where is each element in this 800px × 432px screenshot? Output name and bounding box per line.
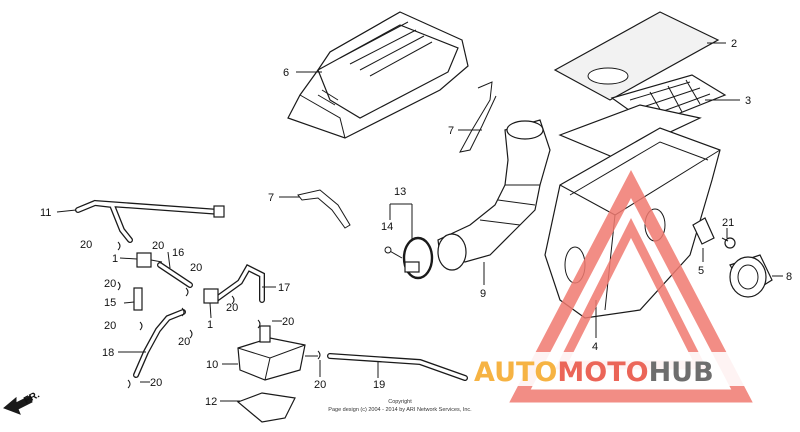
- watermark-text: AUTOMOTOHUB: [474, 357, 714, 388]
- drain-hose: [133, 309, 186, 378]
- three-way-joint-upper: [136, 252, 163, 268]
- callout-3: 3: [745, 95, 751, 107]
- callout-14: 14: [381, 221, 393, 233]
- cover-gasket: [558, 104, 702, 159]
- watermark-logo: AUTOMOTOHUB: [470, 169, 800, 403]
- callout-4: 4: [592, 341, 598, 353]
- callout-1-lower: 1: [207, 319, 213, 331]
- callout-20-f: 20: [104, 320, 116, 332]
- callout-20-a: 20: [80, 239, 92, 251]
- leader-lines: [56, 42, 783, 402]
- copyright-line-2: Page design (c) 2004 - 2014 by ARI Netwo…: [328, 407, 472, 413]
- breather-tube: [133, 287, 143, 311]
- hose-clips: [117, 241, 321, 389]
- callout-16: 16: [172, 247, 184, 259]
- watermark-hub: HUB: [649, 357, 714, 388]
- breather-hose-short: [157, 262, 193, 288]
- three-way-joint-lower: [203, 288, 219, 304]
- callout-2: 2: [731, 38, 737, 50]
- callout-7-upper: 7: [448, 125, 454, 137]
- front-arrow-icon: [3, 395, 33, 415]
- mounting-bolt: [721, 237, 736, 249]
- callout-18: 18: [102, 347, 114, 359]
- callout-13: 13: [394, 186, 406, 198]
- hose-end-cap: [213, 205, 225, 218]
- bracket-lower: [297, 189, 351, 229]
- separator-drain-hose: [327, 353, 468, 381]
- callout-20-j: 20: [314, 379, 326, 391]
- callout-10: 10: [206, 359, 218, 371]
- front-direction-indicator: FR.: [3, 389, 42, 415]
- callout-19: 19: [373, 379, 385, 391]
- callout-12: 12: [205, 396, 217, 408]
- bracket-upper: [459, 81, 497, 153]
- front-label: FR.: [22, 389, 42, 406]
- callout-15: 15: [104, 297, 116, 309]
- copyright-notice: Copyright Page design (c) 2004 - 2014 by…: [328, 399, 472, 413]
- callout-20-i: 20: [150, 377, 162, 389]
- callout-labels: 6 2 3 7 7 13 14 11 20 20 16 1 20 20 17 1…: [40, 38, 792, 408]
- watermark-auto: AUTO: [474, 357, 557, 388]
- callout-7-lower: 7: [268, 192, 274, 204]
- clamp-band: [402, 236, 434, 280]
- callout-17: 17: [278, 282, 290, 294]
- air-cleaner-cover: [287, 11, 469, 139]
- callout-20-b: 20: [152, 240, 164, 252]
- callout-20-c: 20: [190, 262, 202, 274]
- copyright-line-1: Copyright: [388, 399, 412, 405]
- callout-8: 8: [786, 271, 792, 283]
- callout-21: 21: [722, 217, 734, 229]
- callout-6: 6: [283, 67, 289, 79]
- callout-20-e: 20: [226, 302, 238, 314]
- breather-hose-long: [75, 199, 223, 243]
- callout-20-h: 20: [178, 336, 190, 348]
- clamp-screw: [384, 246, 403, 259]
- callout-11: 11: [40, 207, 51, 219]
- outlet-boot: [729, 254, 773, 298]
- watermark-moto: MOTO: [557, 357, 648, 388]
- callout-1-upper: 1: [112, 253, 118, 265]
- foam-element: [553, 11, 720, 101]
- watermark-band: [470, 352, 800, 386]
- separator-holder: [236, 392, 296, 423]
- callout-9: 9: [480, 288, 486, 300]
- callout-20-g: 20: [282, 316, 294, 328]
- watermark-triangle-outer: [509, 169, 753, 403]
- breather-separator: [237, 325, 318, 381]
- callout-20-d: 20: [104, 278, 116, 290]
- intake-duct: [437, 119, 551, 271]
- breather-hose-bent: [212, 264, 265, 303]
- mounting-plate: [692, 217, 715, 245]
- callout-5: 5: [698, 265, 704, 277]
